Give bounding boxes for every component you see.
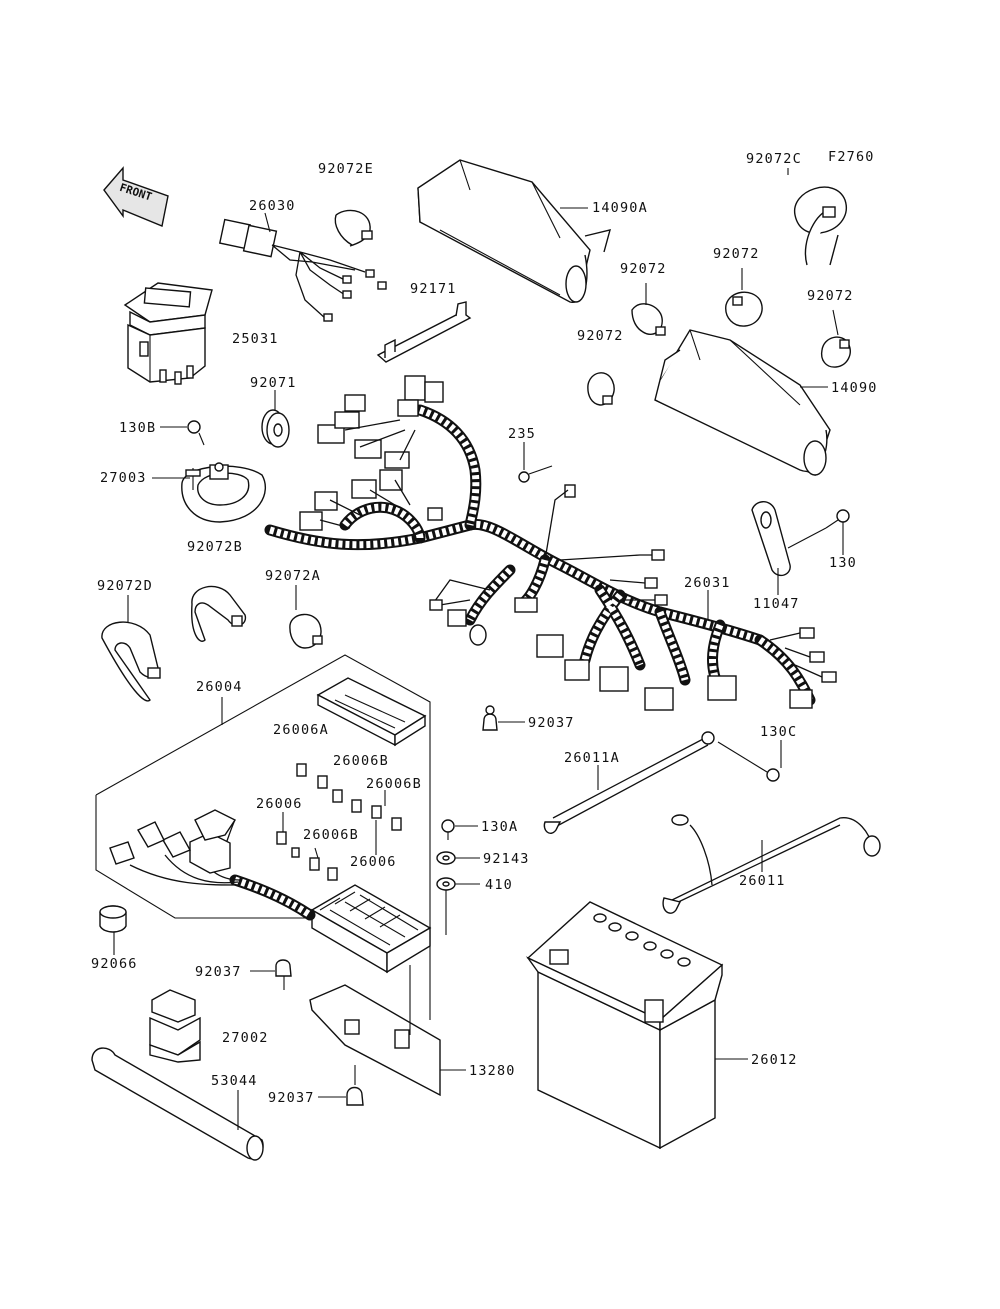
bracket-92171 xyxy=(376,301,472,363)
label-25031: 25031 xyxy=(232,331,279,347)
fuses-26006B xyxy=(276,763,402,881)
clamp-92072-b xyxy=(725,291,763,327)
label-27003: 27003 xyxy=(100,470,147,486)
bolt-130B xyxy=(187,420,205,446)
bracket-13280 xyxy=(309,965,441,1097)
label-26031: 26031 xyxy=(684,575,731,591)
label-130C: 130C xyxy=(760,724,797,740)
label-26006B-b: 26006B xyxy=(366,776,422,792)
tube-53044 xyxy=(91,1047,264,1161)
bolt-130C xyxy=(717,741,780,782)
front-direction-arrow: FRONT xyxy=(103,166,169,227)
label-92037-a: 92037 xyxy=(528,715,575,731)
label-410: 410 xyxy=(485,877,513,893)
label-26006A: 26006A xyxy=(273,722,329,738)
label-92072-c: 92072 xyxy=(807,288,854,304)
label-14090: 14090 xyxy=(831,380,878,396)
band-92072D xyxy=(101,621,161,702)
label-130B: 130B xyxy=(119,420,156,436)
nut-410 xyxy=(436,877,456,891)
clamp-92072C xyxy=(794,186,847,266)
battery-26012 xyxy=(525,901,724,1150)
bolt-130A xyxy=(441,819,455,840)
label-92171: 92171 xyxy=(410,281,457,297)
label-26011: 26011 xyxy=(739,873,786,889)
horn-27003 xyxy=(181,462,267,523)
relay-harness xyxy=(109,809,316,921)
label-92072D: 92072D xyxy=(97,578,153,594)
clamp-92072-a xyxy=(631,303,666,336)
label-92072B: 92072B xyxy=(187,539,243,555)
bolt-130 xyxy=(787,509,850,549)
screw-235 xyxy=(518,465,553,483)
band-92072B xyxy=(191,585,247,642)
label-92072-b: 92072 xyxy=(713,246,760,262)
label-26030: 26030 xyxy=(249,198,296,214)
label-27002: 27002 xyxy=(222,1030,269,1046)
clip-92037-c xyxy=(346,1065,364,1106)
label-92037-b: 92037 xyxy=(195,964,242,980)
label-92072C: 92072C xyxy=(746,151,802,167)
label-26004: 26004 xyxy=(196,679,243,695)
label-92071: 92071 xyxy=(250,375,297,391)
sub-harness-26030 xyxy=(218,218,387,322)
part-labels: 26030 92072E 14090A 92072C 92072 92072 9… xyxy=(91,151,878,1106)
label-11047: 11047 xyxy=(753,596,800,612)
label-26012: 26012 xyxy=(751,1052,798,1068)
junction-box xyxy=(310,884,432,974)
clip-92037-b xyxy=(275,959,292,990)
label-13280: 13280 xyxy=(469,1063,516,1079)
label-92072A: 92072A xyxy=(265,568,321,584)
cover-14090 xyxy=(654,329,831,476)
label-92072E: 92072E xyxy=(318,161,374,177)
label-92072-d: 92072 xyxy=(577,328,624,344)
washer-92143 xyxy=(436,851,456,865)
label-53044: 53044 xyxy=(211,1073,258,1089)
hour-meter-25031 xyxy=(123,282,213,385)
label-26006B-a: 26006B xyxy=(333,753,389,769)
band-92072A xyxy=(289,613,323,649)
label-92143: 92143 xyxy=(483,851,530,867)
label-130: 130 xyxy=(829,555,857,571)
main-harness-26031 xyxy=(264,375,837,711)
label-235: 235 xyxy=(508,426,536,442)
label-92066: 92066 xyxy=(91,956,138,972)
label-26011A: 26011A xyxy=(564,750,620,766)
label-92072-a: 92072 xyxy=(620,261,667,277)
grommet-92066 xyxy=(99,905,127,933)
assembly-26004-outline xyxy=(95,654,431,1020)
clip-92037-a xyxy=(482,705,498,731)
label-26006B-c: 26006B xyxy=(303,827,359,843)
cable-26011A xyxy=(543,731,715,834)
clamp-92072-c xyxy=(820,336,851,368)
clamp-92072-d xyxy=(587,372,615,406)
grommet-92071 xyxy=(261,409,290,448)
label-130A: 130A xyxy=(481,819,518,835)
cover-14090A xyxy=(417,159,611,303)
stay-11047 xyxy=(751,501,791,577)
label-26006-b: 26006 xyxy=(350,854,397,870)
label-14090A: 14090A xyxy=(592,200,648,216)
figure-code: F2760 xyxy=(828,149,875,165)
label-92037-c: 92037 xyxy=(268,1090,315,1106)
label-26006-a: 26006 xyxy=(256,796,303,812)
relay-27002 xyxy=(149,989,201,1063)
cable-26011 xyxy=(662,814,881,914)
clamp-92072E xyxy=(334,209,373,247)
cover-26006A xyxy=(316,677,427,747)
